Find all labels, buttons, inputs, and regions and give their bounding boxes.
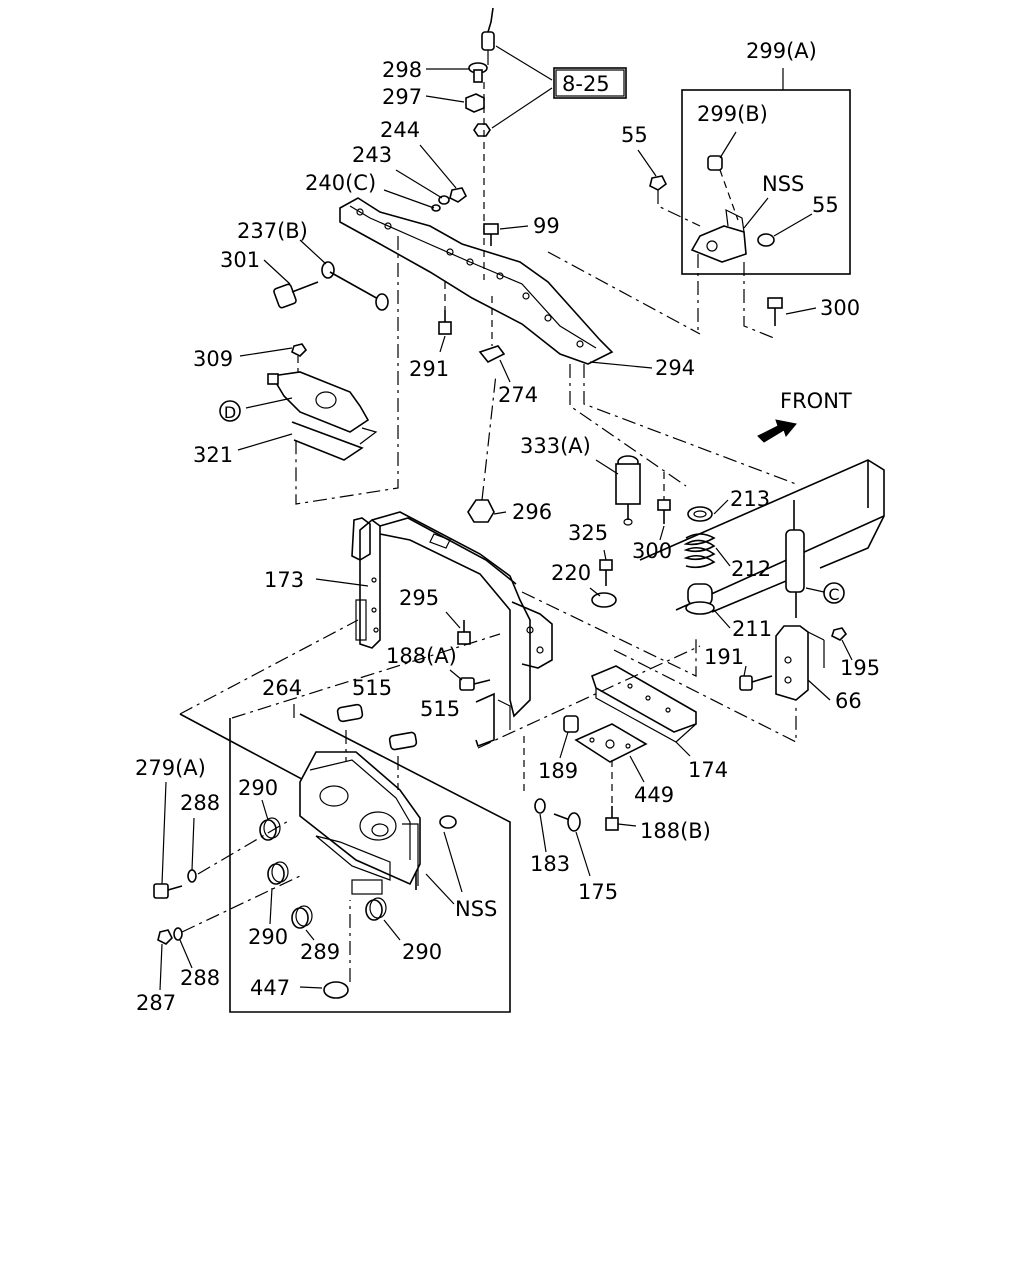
bolt-279a-nut-287 bbox=[153, 781, 301, 991]
bolt-291 bbox=[438, 282, 452, 353]
callout-c289: 289 bbox=[300, 940, 340, 964]
cross-member-294 bbox=[339, 197, 653, 369]
bracket-66 bbox=[775, 625, 853, 701]
callout-c325: 325 bbox=[568, 521, 608, 545]
washer-183-bolt-175 bbox=[523, 736, 591, 877]
damper-c bbox=[785, 500, 825, 618]
callout-c321: 321 bbox=[193, 443, 233, 467]
callout-c297: 297 bbox=[382, 85, 422, 109]
callout-c55a: 55 bbox=[621, 123, 648, 147]
bolt-300-middle bbox=[657, 472, 671, 541]
callout-c183: 183 bbox=[530, 852, 570, 876]
callout-c515a: 515 bbox=[352, 676, 392, 700]
callout-c191: 191 bbox=[704, 645, 744, 669]
callout-c195: 195 bbox=[840, 656, 880, 680]
callout-c211: 211 bbox=[732, 617, 772, 641]
clip-296 bbox=[467, 373, 507, 523]
callout-c299b: 299(B) bbox=[697, 102, 768, 126]
bolt-295 bbox=[445, 611, 471, 645]
plate-449 bbox=[574, 723, 648, 783]
callout-c287: 287 bbox=[136, 991, 176, 1015]
callout-c174: 174 bbox=[688, 758, 728, 782]
lock-mechanism-264 bbox=[179, 704, 511, 1013]
bolt-191 bbox=[739, 665, 773, 691]
callout-c288b: 288 bbox=[180, 966, 220, 990]
callout-c333a: 333(A) bbox=[520, 434, 591, 458]
circled-marker-d-text: D bbox=[224, 403, 236, 422]
bolt-325-washer-220 bbox=[589, 549, 617, 608]
frame-rail bbox=[639, 459, 885, 613]
reference-box-8-25: 8-25 bbox=[553, 67, 627, 99]
washer-stack-240-244 bbox=[383, 144, 468, 212]
bolt-99 bbox=[483, 223, 529, 246]
top-connector-assembly bbox=[425, 7, 553, 280]
circled-marker-c: C bbox=[823, 582, 845, 604]
callout-c298: 298 bbox=[382, 58, 422, 82]
callout-c309: 309 bbox=[193, 347, 233, 371]
bolt-188a bbox=[449, 669, 491, 691]
callout-c300a: 300 bbox=[820, 296, 860, 320]
callout-c220: 220 bbox=[551, 561, 591, 585]
callout-c212: 212 bbox=[731, 557, 771, 581]
callout-c243: 243 bbox=[352, 143, 392, 167]
pin-515-a bbox=[336, 703, 364, 723]
circled-marker-c-text: C bbox=[828, 585, 839, 604]
callout-cnss2: NSS bbox=[455, 897, 497, 921]
bolt-301-and-rod-237b bbox=[263, 239, 389, 311]
bolt-188b bbox=[605, 760, 637, 831]
pin-515-b bbox=[388, 731, 418, 751]
callout-c301: 301 bbox=[220, 248, 260, 272]
callout-c290c: 290 bbox=[402, 940, 442, 964]
callout-c237b: 237(B) bbox=[237, 219, 308, 243]
callout-c240c: 240(C) bbox=[305, 171, 376, 195]
callout-c55b: 55 bbox=[812, 193, 839, 217]
reference-box-text: 8-25 bbox=[562, 72, 610, 96]
callout-c447: 447 bbox=[250, 976, 290, 1000]
callout-c244: 244 bbox=[380, 118, 420, 142]
bracket-299a-box bbox=[637, 68, 851, 339]
callout-c296: 296 bbox=[512, 500, 552, 524]
shock-absorber-333a bbox=[595, 455, 641, 526]
callout-c213: 213 bbox=[730, 487, 770, 511]
callout-c173: 173 bbox=[264, 568, 304, 592]
callout-c291: 291 bbox=[409, 357, 449, 381]
callout-cnss1: NSS bbox=[762, 172, 804, 196]
clip-274 bbox=[478, 296, 511, 383]
callout-c300b: 300 bbox=[632, 539, 672, 563]
tilt-frame-173 bbox=[315, 511, 553, 748]
bracket-174 bbox=[591, 665, 697, 757]
lock-assembly-321 bbox=[237, 236, 399, 505]
callout-c66: 66 bbox=[835, 689, 862, 713]
callout-c290a: 290 bbox=[238, 776, 278, 800]
callout-c290b: 290 bbox=[248, 925, 288, 949]
callout-c279a: 279(A) bbox=[135, 756, 206, 780]
callout-c449: 449 bbox=[634, 783, 674, 807]
circled-marker-d: D bbox=[219, 400, 241, 422]
callout-cfront: FRONT bbox=[780, 389, 852, 413]
callout-c99: 99 bbox=[533, 214, 560, 238]
nut-189 bbox=[559, 715, 579, 759]
callout-c188b: 188(B) bbox=[640, 819, 711, 843]
callout-c189: 189 bbox=[538, 759, 578, 783]
callout-c274: 274 bbox=[498, 383, 538, 407]
callout-c188a: 188(A) bbox=[386, 644, 457, 668]
callout-c299a: 299(A) bbox=[746, 39, 817, 63]
spring-stack-211-213 bbox=[683, 499, 731, 629]
callout-c288a: 288 bbox=[180, 791, 220, 815]
bushings-290-289 bbox=[259, 799, 401, 941]
callout-c175: 175 bbox=[578, 880, 618, 904]
front-arrow bbox=[757, 419, 797, 443]
callout-c264: 264 bbox=[262, 676, 302, 700]
callout-c295: 295 bbox=[399, 586, 439, 610]
callout-c515b: 515 bbox=[420, 697, 460, 721]
callout-c294: 294 bbox=[655, 356, 695, 380]
plug-447 bbox=[299, 900, 351, 999]
bolt-300-top bbox=[767, 297, 817, 326]
